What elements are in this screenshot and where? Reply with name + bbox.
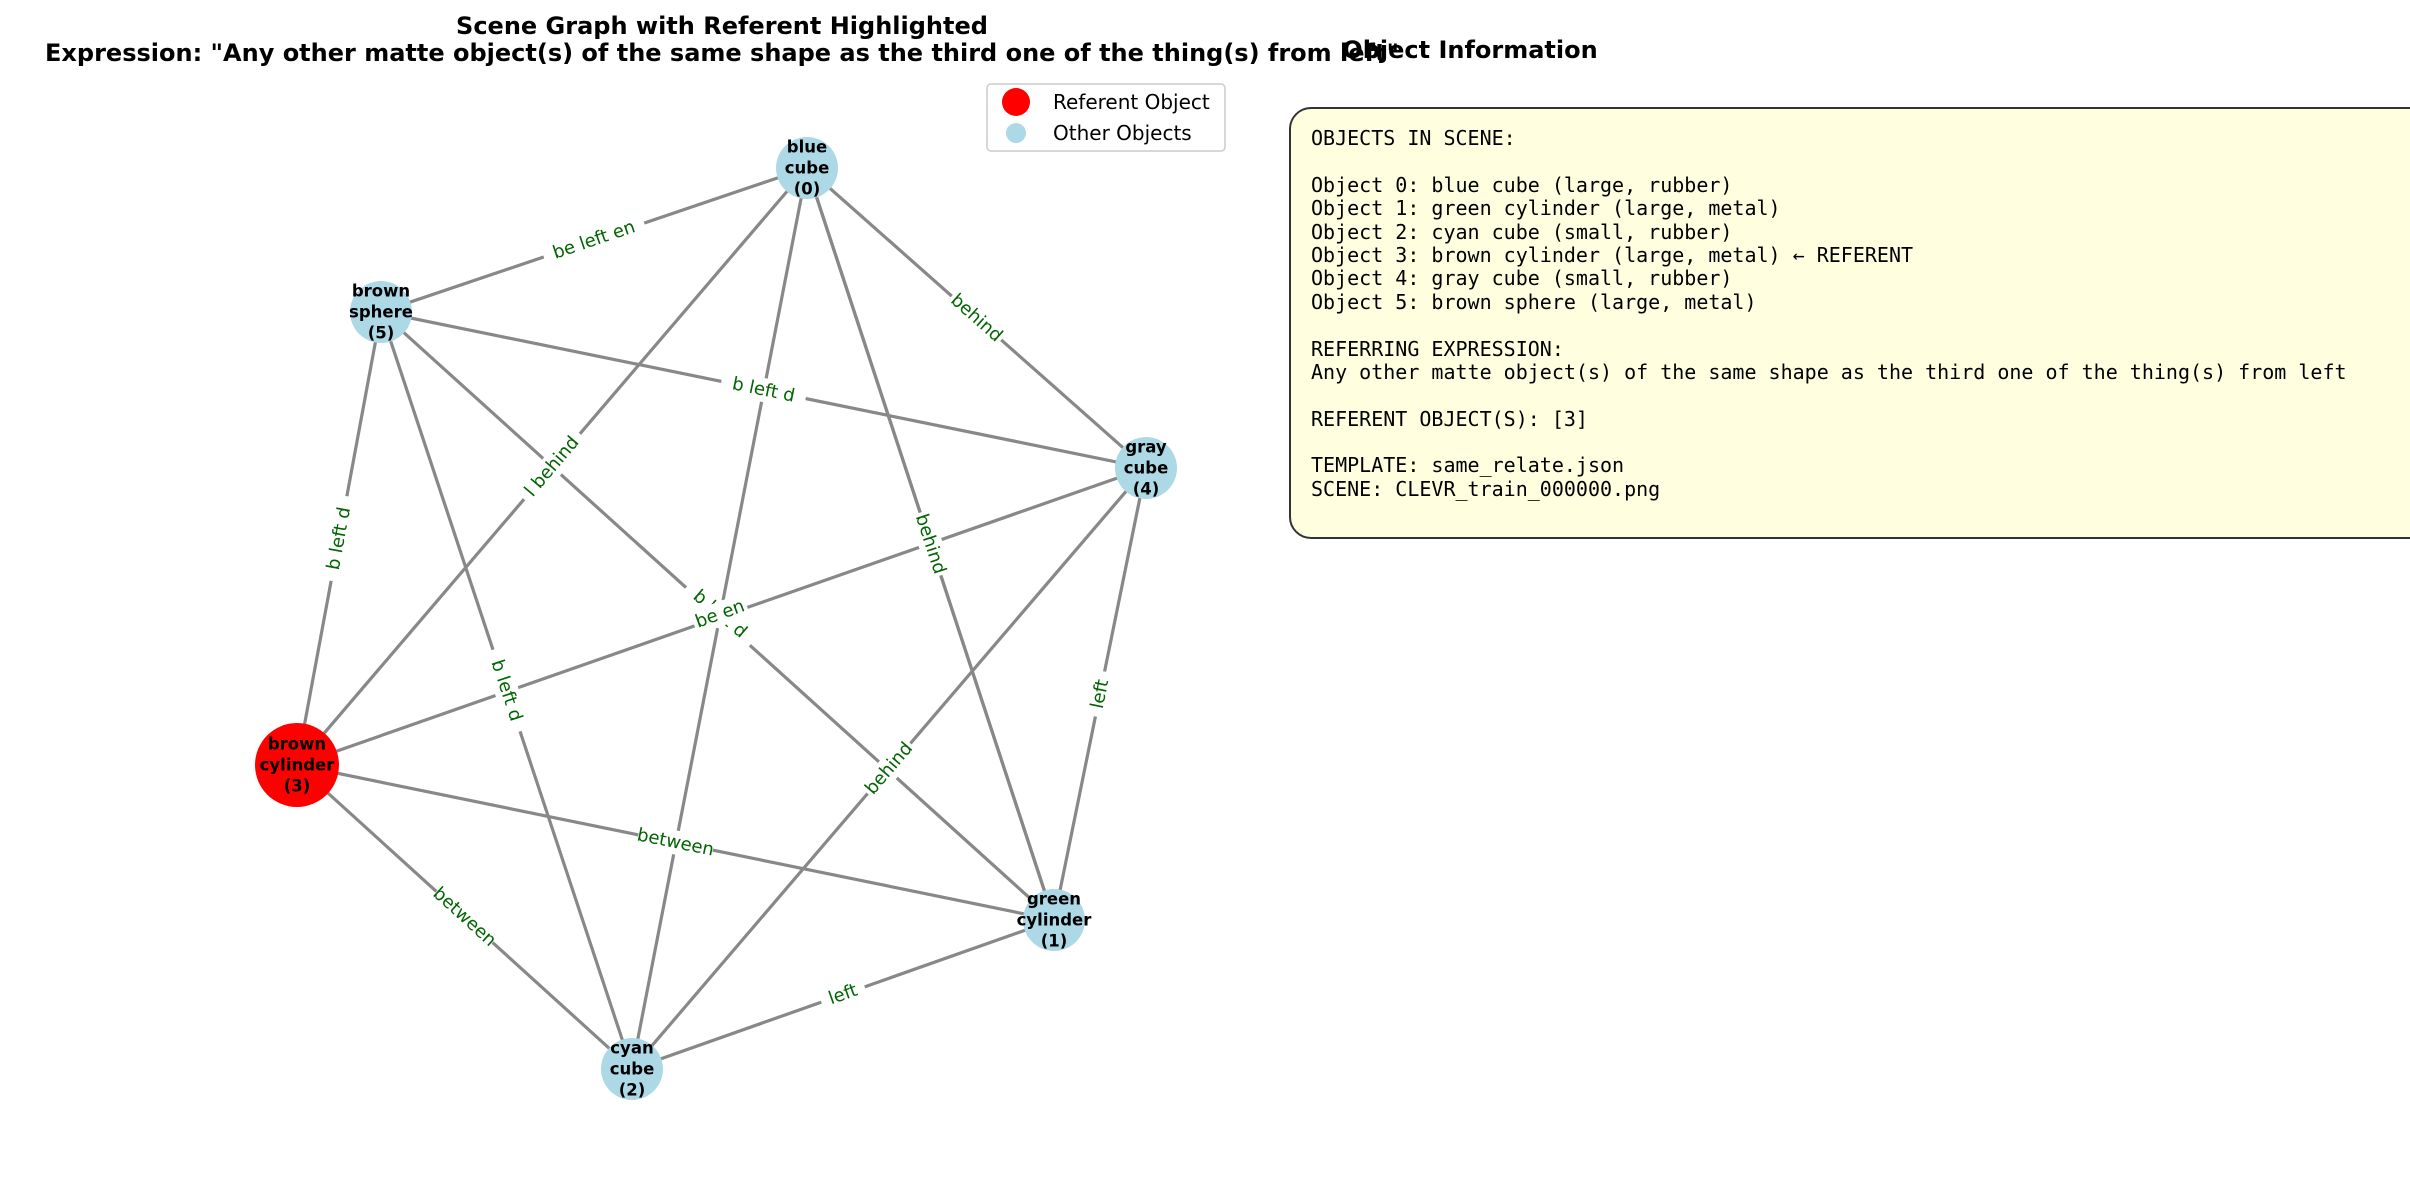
edge-label-1-0-bg [908, 508, 953, 580]
edge-label-3-2: between [428, 882, 501, 952]
edge-label-5-3: b left d [319, 494, 359, 583]
info-title: Object Information [1342, 36, 1598, 64]
node-label-line: brown [352, 282, 410, 301]
legend-other-marker [1006, 123, 1026, 143]
referent-node-circle [255, 723, 339, 807]
node-3: brown cylinder (3) [255, 723, 339, 807]
node-4: gray cube (4) [1115, 437, 1177, 499]
info-line: Object 1: green cylinder (large, metal) [1311, 196, 1781, 221]
info-line: TEMPLATE: same_relate.json [1311, 453, 1625, 478]
node-label-line: cyan [610, 1039, 653, 1058]
node-circle [1115, 437, 1177, 499]
node-label-line: blue [787, 138, 827, 157]
info-line [1311, 314, 2410, 337]
info-line: Object 0: blue cube (large, rubber) [1311, 172, 1733, 197]
edge-label-0-3-bg [514, 426, 590, 507]
info-line [1311, 431, 2410, 454]
edge-label-0-3: l behind [514, 426, 590, 507]
edge-label-5-0-bg [539, 211, 649, 269]
info-line [1311, 150, 2410, 173]
node-label-line: (5) [368, 324, 395, 343]
info-line: Object 5: brown sphere (large, metal) [1311, 289, 1757, 314]
info-line: REFERRING EXPRESSION: [1311, 336, 1564, 361]
edge-label-2-1: left [817, 975, 869, 1014]
graph-title-line2: Expression: "Any other matte object(s) o… [45, 39, 1399, 67]
node-label-line: cube [610, 1060, 655, 1079]
node-5: brown sphere (5) [349, 281, 413, 343]
info-line: Object 3: brown cylinder (large, metal) … [1311, 242, 1914, 267]
edge-label-3-2-bg [428, 882, 501, 952]
node-2: cyan cube (2) [601, 1038, 663, 1100]
edge-label-5-0-text: be left en [550, 216, 638, 263]
edge-label-0-4-text: behind [946, 290, 1006, 347]
center-edge-label-1-bg [689, 593, 751, 635]
node-circle [601, 1038, 663, 1100]
legend-referent-label: Referent Object [1053, 90, 1210, 114]
edge-label-4-1: left [1083, 669, 1117, 719]
info-line: Object 2: cyan cube (small, rubber) [1311, 219, 1733, 244]
node-label-line: (0) [794, 180, 821, 199]
nodes-layer: blue cube (0) green cylinder (1) cyan cube (2) br… [255, 137, 1177, 1100]
node-label-line: sphere [349, 303, 413, 322]
edge-label-5-4-bg [718, 369, 809, 411]
edge-label-3-2-text: between [429, 883, 501, 951]
info-box: OBJECTS IN SCENE: Object 0: blue cube (la… [1289, 107, 2410, 539]
edge-label-4-1-bg [1083, 669, 1117, 719]
edge-label-5-2-text: b left d [487, 657, 527, 724]
node-label-line: green [1027, 890, 1081, 909]
edge-label-0-3-text: l behind [520, 432, 583, 501]
node-label-line: cube [1124, 459, 1169, 478]
node-label-line: (3) [284, 777, 311, 796]
info-line [1311, 384, 2410, 407]
info-line: Any other matte object(s) of the same sh… [1311, 359, 2347, 384]
edge-label-5-0: be left en [539, 211, 649, 269]
node-label-line: (1) [1041, 932, 1068, 951]
legend-other-label: Other Objects [1053, 121, 1192, 145]
legend-frame [986, 83, 1226, 152]
node-0: blue cube (0) [776, 137, 838, 199]
edge-labels-layer: be left en behind l behind b left d b left d… [319, 211, 1117, 1014]
edge-label-2-1-bg [817, 975, 869, 1014]
info-line: SCENE: CLEVR_train_000000.png [1311, 476, 1661, 501]
node-label-line: cube [785, 159, 830, 178]
node-1: green cylinder (1) [1017, 889, 1093, 951]
legend: Referent Object Other Objects [986, 83, 1226, 152]
node-label-line: gray [1125, 438, 1167, 457]
edge-label-5-4: b left d [718, 369, 809, 411]
node-circle [776, 137, 838, 199]
info-line: Object 4: gray cube (small, rubber) [1311, 266, 1733, 291]
edge-label-0-4-bg [943, 287, 1010, 349]
node-circle [1023, 889, 1085, 951]
node-label-line: (2) [619, 1081, 646, 1100]
info-line: OBJECTS IN SCENE: [1311, 126, 1516, 150]
edge-label-1-0: behind [908, 508, 953, 580]
edge-label-5-2-bg [481, 645, 532, 736]
edge-label-3-1-text: between [635, 824, 715, 860]
edge-label-0-4: behind [943, 287, 1010, 349]
edge-label-3-1-bg [635, 823, 716, 862]
legend-referent-marker [1002, 88, 1030, 116]
node-label-line: cylinder [1017, 911, 1093, 930]
info-line: REFERENT OBJECT(S): [3] [1311, 406, 1588, 431]
edge-label-3-1: between [635, 823, 716, 862]
edge-label-5-2: b left d [481, 645, 532, 736]
graph-title-line1: Scene Graph with Referent Highlighted [456, 12, 988, 40]
edge-label-1-0-text: behind [911, 511, 950, 576]
edge-label-5-3-bg [319, 494, 359, 583]
node-circle [350, 281, 412, 343]
node-label-line: brown [268, 735, 326, 754]
edge-label-4-2-bg [858, 735, 920, 802]
node-label-line: (4) [1133, 480, 1160, 499]
node-label-line: cylinder [260, 756, 336, 775]
